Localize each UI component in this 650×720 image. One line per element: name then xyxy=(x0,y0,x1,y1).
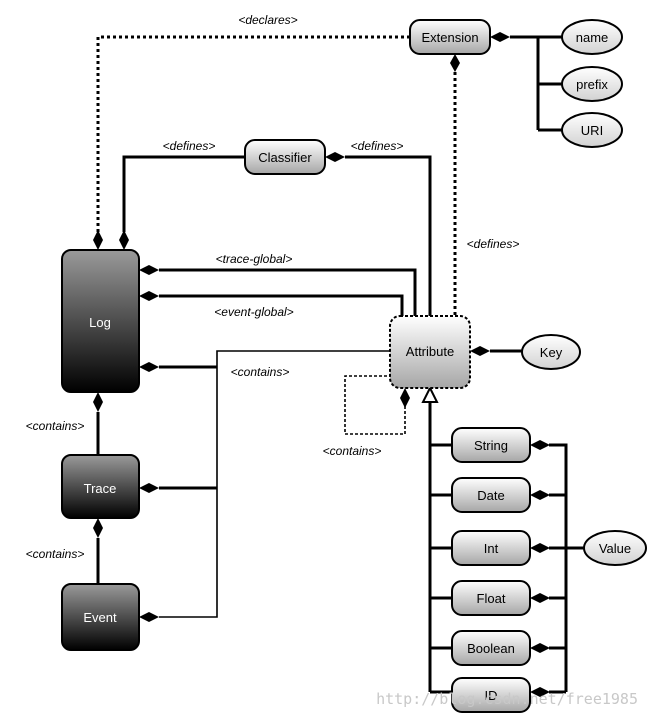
node-int[interactable]: Int xyxy=(451,530,531,566)
trace-global-connector xyxy=(159,268,417,316)
relation-labels: <declares> <defines> <defines> <defines>… xyxy=(26,13,520,561)
label-declares: <declares> xyxy=(238,13,297,27)
node-float-label: Float xyxy=(477,591,506,606)
node-value[interactable]: Value xyxy=(583,530,647,566)
attribute-contains-connector xyxy=(159,350,390,618)
node-id[interactable]: ID xyxy=(451,677,531,713)
diamond-extension-left xyxy=(490,32,510,42)
node-trace-label: Trace xyxy=(84,481,117,496)
connectors xyxy=(96,35,584,694)
diamond-log-contains xyxy=(139,362,159,372)
label-contains-event: <contains> xyxy=(26,547,85,561)
node-string[interactable]: String xyxy=(451,427,531,463)
extension-attributes-bus xyxy=(510,35,562,132)
node-boolean[interactable]: Boolean xyxy=(451,630,531,666)
diamond-attribute-key xyxy=(470,346,490,356)
node-value-label: Value xyxy=(599,541,631,556)
log-defines-classifier-connector xyxy=(122,155,244,232)
watermark-text: http://blog.csdn.net/free1985 xyxy=(376,690,638,708)
label-event-global: <event-global> xyxy=(214,305,293,319)
diamond-attribute-self xyxy=(400,388,410,408)
node-date-label: Date xyxy=(477,488,504,503)
node-classifier-label: Classifier xyxy=(258,150,312,165)
node-int-label: Int xyxy=(484,541,499,556)
node-key-label: Key xyxy=(540,345,563,360)
diamond-trace xyxy=(139,483,159,493)
node-float[interactable]: Float xyxy=(451,580,531,616)
label-contains-attribute: <contains> xyxy=(231,365,290,379)
diamond-log-declares xyxy=(93,230,103,250)
node-classifier[interactable]: Classifier xyxy=(244,139,326,175)
node-id-label: ID xyxy=(485,688,498,703)
node-uri[interactable]: URI xyxy=(561,112,623,148)
node-name-label: name xyxy=(576,30,609,45)
diamond-string xyxy=(530,440,550,450)
node-trace[interactable]: Trace xyxy=(61,454,140,519)
node-log-label: Log xyxy=(89,315,111,330)
diamond-extension-bottom xyxy=(450,54,460,72)
diamonds xyxy=(93,32,550,697)
event-global-connector xyxy=(159,294,404,316)
node-string-label: String xyxy=(474,438,508,453)
generalization-arrowhead xyxy=(421,385,439,403)
node-date[interactable]: Date xyxy=(451,477,531,513)
diamond-event xyxy=(139,612,159,622)
diamond-int xyxy=(530,543,550,553)
node-log[interactable]: Log xyxy=(61,249,140,393)
label-contains-trace: <contains> xyxy=(26,419,85,433)
value-bus xyxy=(549,443,584,694)
diamond-id xyxy=(530,687,550,697)
label-contains-self: <contains> xyxy=(323,444,382,458)
diamond-boolean xyxy=(530,643,550,653)
node-key[interactable]: Key xyxy=(521,334,581,370)
diamond-date xyxy=(530,490,550,500)
diamond-trace-event xyxy=(93,518,103,538)
diamond-log-trace-global xyxy=(139,265,159,275)
node-boolean-label: Boolean xyxy=(467,641,515,656)
classifier-defines-attribute-connector xyxy=(345,155,432,316)
label-defines-extension: <defines> xyxy=(467,237,520,251)
diamond-log-trace xyxy=(93,392,103,412)
node-extension[interactable]: Extension xyxy=(409,19,491,55)
node-name[interactable]: name xyxy=(561,19,623,55)
attribute-self-contains-connector xyxy=(344,375,406,435)
diamond-float xyxy=(530,593,550,603)
declares-connector xyxy=(96,35,410,232)
label-defines-log: <defines> xyxy=(163,139,216,153)
node-prefix-label: prefix xyxy=(576,77,608,92)
diamond-log-event-global xyxy=(139,291,159,301)
node-extension-label: Extension xyxy=(421,30,478,45)
node-prefix[interactable]: prefix xyxy=(561,66,623,102)
diamond-log-defines xyxy=(119,230,129,250)
node-event[interactable]: Event xyxy=(61,583,140,651)
node-attribute-label: Attribute xyxy=(406,344,454,359)
node-uri-label: URI xyxy=(581,123,603,138)
node-attribute[interactable]: Attribute xyxy=(389,315,471,389)
label-trace-global: <trace-global> xyxy=(216,252,293,266)
subtype-trunk xyxy=(428,402,452,694)
diamond-classifier xyxy=(325,152,345,162)
label-defines-attribute: <defines> xyxy=(351,139,404,153)
node-event-label: Event xyxy=(83,610,117,625)
